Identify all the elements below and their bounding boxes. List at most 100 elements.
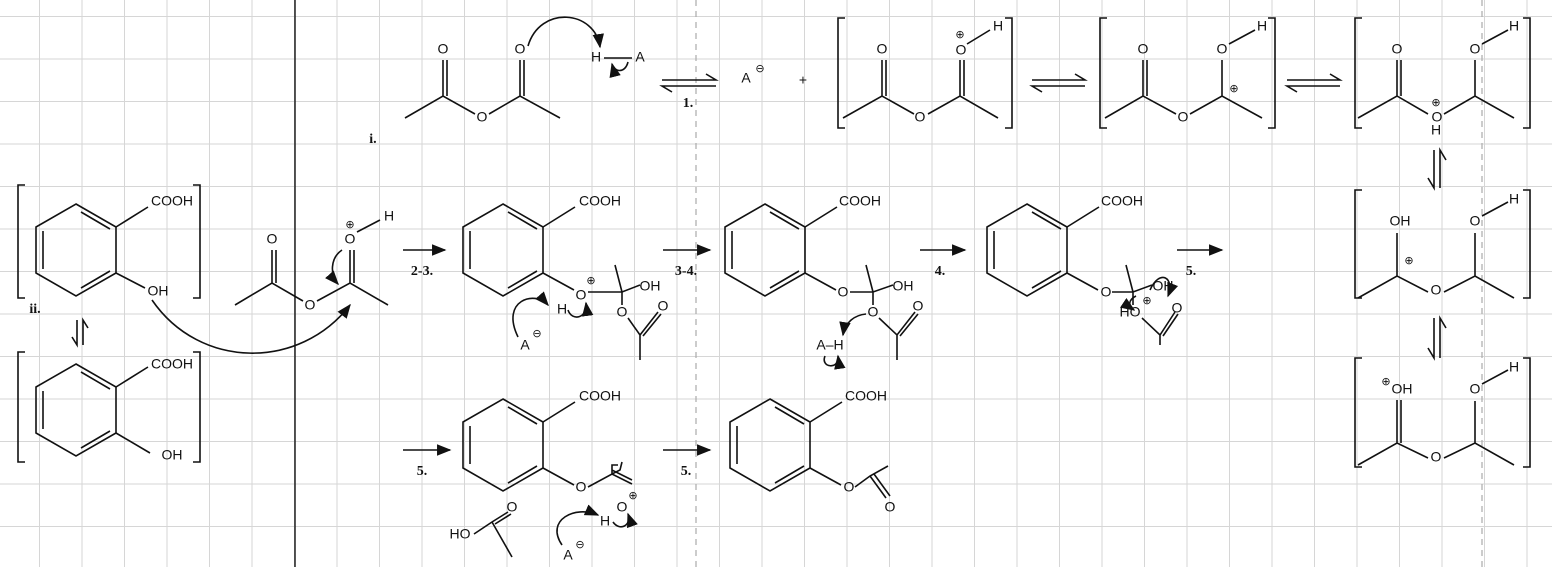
atom-label: O [1432, 109, 1443, 125]
protonated-aspirin[interactable]: COOH O O ⊕ H A ⊖ [462, 388, 638, 563]
step-label: 3-4. [675, 264, 697, 279]
atom-label: O [885, 499, 896, 515]
atom-label: ⊕ [586, 274, 595, 287]
bond [17, 351, 201, 463]
atom-label: O [477, 109, 488, 125]
curved-arrow [527, 16, 604, 49]
benzene-ring [724, 203, 806, 297]
atom-label: COOH [839, 193, 881, 209]
atom-label: OH [1390, 213, 1411, 229]
atom-label: ⊖ [532, 327, 541, 340]
atom-label: ⊕ [1142, 294, 1151, 307]
bond [1149, 276, 1179, 298]
atom-label: H [1509, 191, 1519, 207]
tetrahedral-intermediate-2[interactable]: COOH O OH O O A–H [724, 193, 924, 370]
atom-label: O [1431, 282, 1442, 298]
bond [1066, 206, 1179, 345]
bond [1284, 73, 1343, 93]
step-label: 5. [1186, 264, 1197, 279]
atom-label: COOH [579, 193, 621, 209]
protonated-anhydride-1[interactable]: O O O ⊕ H [837, 17, 1013, 129]
atom-label: ⊕ [1229, 82, 1238, 95]
atom-label: H [1509, 359, 1519, 375]
bond [512, 291, 549, 338]
bond [1357, 201, 1515, 299]
atom-label: COOH [845, 388, 887, 404]
atom-label: O [1178, 109, 1189, 125]
step-label: 5. [681, 464, 692, 479]
vertical-equilibrium-arrow [1427, 315, 1447, 361]
bond [71, 317, 89, 348]
atom-label: O [844, 479, 855, 495]
atom-label: O [1431, 449, 1442, 465]
atom-label: O [658, 298, 669, 314]
aspirin-product[interactable]: COOH O O [729, 388, 896, 515]
bond [1357, 369, 1515, 466]
atom-label: O [1470, 213, 1481, 229]
atom-label: O [1101, 284, 1112, 300]
atom-label: A [520, 337, 530, 353]
charge: ⊖ [755, 62, 764, 75]
bond [804, 206, 919, 360]
atom-label: O [438, 41, 449, 57]
resonance-structure-2[interactable]: ⊕ OH O O H [1354, 357, 1531, 468]
atom-label: O [956, 42, 967, 58]
atom-label: OH [1392, 381, 1413, 397]
bond [325, 249, 343, 286]
bond [609, 61, 629, 78]
step-label: 2-3. [411, 264, 433, 279]
atom-label: H [384, 208, 394, 224]
atom-label: COOH [151, 193, 193, 209]
tetrahedral-intermediate-3[interactable]: COOH O OH HO ⊕ O [986, 193, 1183, 345]
step-label: 1. [683, 96, 694, 111]
bond [1427, 315, 1447, 361]
bond [1120, 295, 1137, 311]
bond [1099, 17, 1276, 129]
bond [839, 313, 867, 337]
bond [823, 354, 846, 370]
acetic-acid[interactable]: HO O [450, 499, 518, 558]
bond [1354, 357, 1531, 468]
atom-label: OH [893, 278, 914, 294]
benzene-ring [729, 398, 811, 492]
atom-label: COOH [1101, 193, 1143, 209]
label-i: i. [369, 132, 376, 147]
resonance-structure-1[interactable]: OH ⊕ O O H [1354, 189, 1531, 299]
atom-label: O [1217, 41, 1228, 57]
atom-label: ⊕ [955, 28, 964, 41]
benzene-ring [462, 203, 544, 297]
atom-label: O [267, 231, 278, 247]
bond [809, 401, 891, 499]
atom-label: O [1172, 300, 1183, 316]
benzene-ring [35, 363, 117, 457]
atom-label: O [1392, 41, 1403, 57]
protonated-anhydride-electrophile[interactable]: O O O ⊕ H [234, 208, 394, 313]
atom-label: O [507, 499, 518, 515]
vertical-equilibrium-arrow [71, 317, 89, 348]
salicylic-acid-2[interactable]: COOH OH [17, 351, 201, 463]
protonated-anhydride-2[interactable]: O O O H ⊕ [1099, 17, 1276, 129]
atom-label: O [345, 231, 356, 247]
atom-label: H [1431, 122, 1441, 138]
bond [1029, 73, 1088, 93]
bond [1354, 189, 1531, 299]
benzene-ring [35, 203, 117, 297]
bond [837, 17, 1013, 129]
atom-label: ⊕ [345, 218, 354, 231]
tetrahedral-intermediate-1[interactable]: COOH O ⊕ H OH O O A ⊖ [462, 193, 669, 360]
plus-sign: + [799, 72, 807, 88]
atom-label: O [576, 287, 587, 303]
atom-label: O [913, 298, 924, 314]
atom-label: H [600, 513, 610, 529]
atom-label: H [1509, 18, 1519, 34]
acetic-anhydride[interactable]: O O O [404, 41, 561, 125]
protonated-anhydride-3[interactable]: O O ⊕ H O H [1354, 17, 1531, 138]
bond [612, 512, 638, 529]
salicylic-acid-1[interactable]: COOH OH [17, 184, 201, 299]
atom-label: H [557, 301, 567, 317]
bond [115, 206, 149, 289]
bond [473, 511, 513, 558]
atom-label: O [305, 297, 316, 313]
